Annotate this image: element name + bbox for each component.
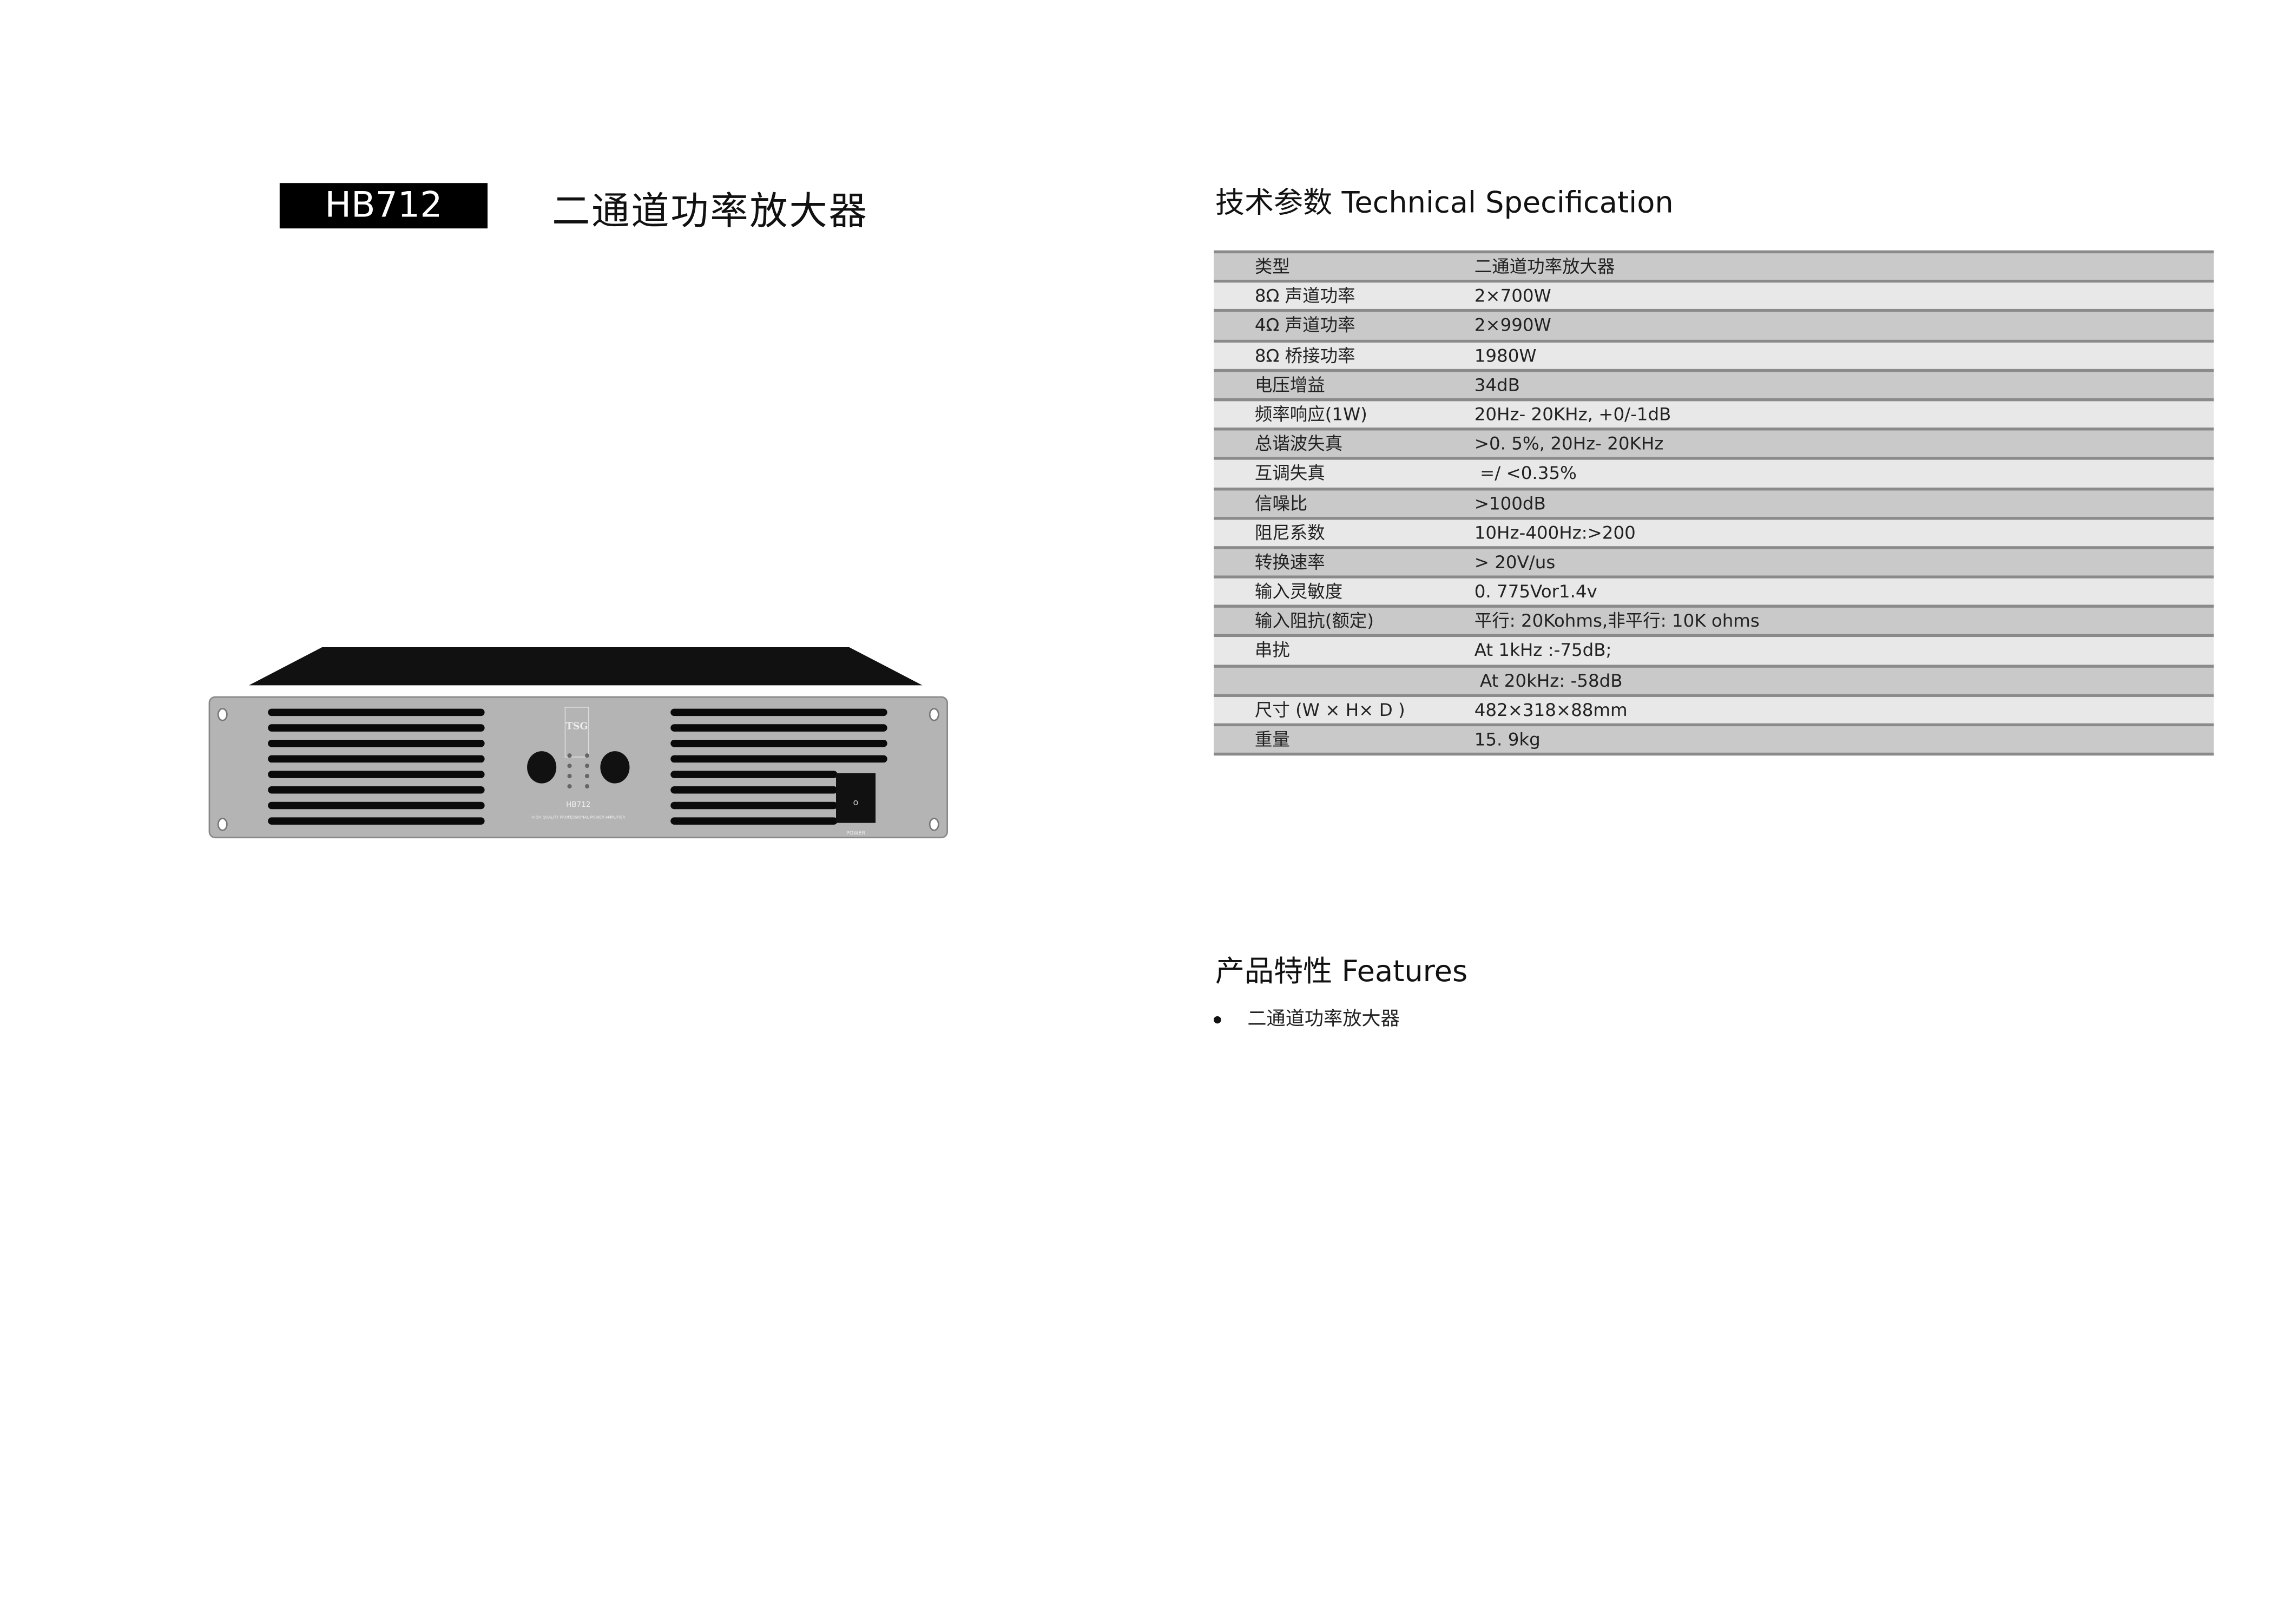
spec-value: 0. 775Vor1.4v [1474,581,1597,602]
spec-label: 8Ω 声道功率 [1254,286,1355,307]
vent-slot [268,724,485,732]
spec-table: 类型 二通道功率放大器 8Ω 声道功率 2×700W 4Ω 声道功率 2×990W 8Ω 桥… [1214,250,2214,756]
spec-label: 阻尼系数 [1254,522,1325,543]
spec-label: 尺寸 (W × H× D ) [1254,699,1405,720]
spec-row: 8Ω 声道功率 2×700W [1214,280,2214,310]
spec-label: 重量 [1254,729,1290,750]
spec-row: 重量 15. 9kg [1214,723,2214,756]
vent-slot [670,801,838,810]
features-heading: 产品特性 Features [1215,953,1468,989]
spec-value: 2×990W [1474,315,1551,336]
panel-model-text: HB712 [566,800,590,809]
spec-row: 8Ω 桥接功率 1980W [1214,339,2214,369]
spec-row: 串扰 At 1kHz :-75dB; [1214,634,2214,665]
spec-value: At 1kHz :-75dB; [1474,640,1612,661]
brand-logo-text: TSG [566,720,588,732]
spec-label: 串扰 [1254,640,1290,661]
model-badge: HB712 [279,183,488,229]
vent-slot [670,817,838,825]
vent-slot [670,771,838,778]
vent-slots [268,708,887,825]
spec-row: 输入灵敏度 0. 775Vor1.4v [1214,575,2214,606]
vent-slot [670,724,887,732]
spec-label: 4Ω 声道功率 [1254,315,1355,336]
spec-value: >0. 5%, 20Hz- 20KHz [1474,433,1664,455]
vent-slot [268,786,485,794]
spec-label: 输入阻抗(额定) [1254,610,1374,632]
spec-label: 频率响应(1W) [1254,404,1367,425]
spec-row: 转换速率 > 20V/us [1214,545,2214,576]
spec-value: > 20V/us [1474,551,1556,573]
right-volume-knob [600,751,630,784]
spec-value: 15. 9kg [1474,729,1541,750]
spec-label: 8Ω 桥接功率 [1254,345,1355,366]
left-volume-knob [527,751,557,784]
spec-value: 10Hz-400Hz:>200 [1474,522,1636,543]
spec-value: 2×700W [1474,286,1551,307]
spec-label [1214,667,1475,694]
spec-label: 输入灵敏度 [1254,581,1343,602]
spec-row: 电压增益 34dB [1214,369,2214,398]
spec-row: At 20kHz: -58dB [1214,664,2214,694]
spec-label: 总谐波失真 [1254,433,1343,455]
spec-row: 互调失真 =/ <0.35% [1214,457,2214,487]
vent-slot [268,708,485,716]
spec-row: 输入阻抗(额定) 平行: 20Kohms,非平行: 10K ohms [1214,605,2214,635]
vent-slot [670,708,887,716]
spec-row: 阻尼系数 10Hz-400Hz:>200 [1214,516,2214,546]
indicator-leds [567,753,590,789]
spec-label: 互调失真 [1254,463,1325,484]
panel-subtitle-text: HIGH QUALITY PROFESSIONAL POWER AMPLIFIE… [531,815,625,820]
feature-text: 二通道功率放大器 [1247,1009,1400,1031]
spec-row: 频率响应(1W) 20Hz- 20KHz, +0/-1dB [1214,398,2214,428]
vent-slot [670,786,838,794]
vent-slot [670,739,887,747]
spec-row: 信噪比 >100dB [1214,486,2214,517]
spec-row: 总谐波失真 >0. 5%, 20Hz- 20KHz [1214,428,2214,458]
spec-label: 信噪比 [1254,492,1308,514]
spec-label: 电压增益 [1254,374,1325,395]
bullet-icon [1214,1016,1221,1024]
vent-slot [268,739,485,747]
spec-value: At 20kHz: -58dB [1474,670,1623,691]
spec-label: 类型 [1254,256,1290,277]
power-switch [836,773,876,823]
spec-value: 34dB [1474,374,1520,395]
vent-slot [268,801,485,810]
vent-slot [268,755,485,763]
spec-row: 4Ω 声道功率 2×990W [1214,309,2214,339]
power-switch-off-mark: o [853,797,859,807]
feature-item: 二通道功率放大器 [1214,1003,1400,1031]
spec-label: 转换速率 [1254,551,1325,573]
spec-value: 二通道功率放大器 [1474,256,1615,277]
amplifier-product-image: TSG HB712 HIGH QUALITY PROFESSIONAL POWE… [208,647,949,839]
spec-value: 482×318×88mm [1474,699,1628,720]
spec-value: 平行: 20Kohms,非平行: 10K ohms [1474,610,1760,632]
spec-row: 类型 二通道功率放大器 [1214,250,2214,280]
vent-slot [670,755,887,763]
spec-value: 1980W [1474,345,1537,366]
spec-row: 尺寸 (W × H× D ) 482×318×88mm [1214,694,2214,724]
vent-slot [268,771,485,778]
spec-heading: 技术参数 Technical Specification [1215,184,1674,220]
rack-holes [217,708,939,831]
spec-value: =/ <0.35% [1474,463,1577,484]
power-label: POWER [846,830,866,836]
product-title: 二通道功率放大器 [552,190,868,234]
amp-top-cover [248,647,923,686]
vent-slot [268,817,485,825]
brand-logo [564,707,589,758]
spec-value: >100dB [1474,492,1546,514]
spec-value: 20Hz- 20KHz, +0/-1dB [1474,404,1671,425]
